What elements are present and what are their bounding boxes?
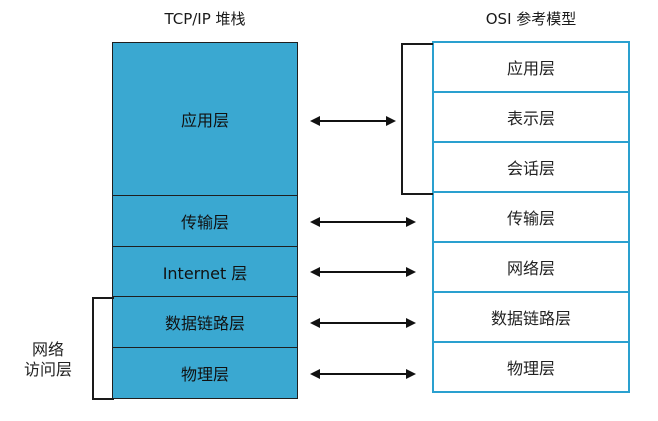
osi-reference-model: 应用层 表示层 会话层 传输层 网络层 数据链路层 物理层 — [432, 41, 630, 393]
network-access-layer-label: 网络 访问层 — [23, 340, 72, 379]
osi-physical-layer: 物理层 — [432, 341, 630, 393]
tcp-physical-layer: 物理层 — [112, 346, 298, 399]
osi-session-layer: 会话层 — [432, 141, 630, 193]
osi-data-link-layer: 数据链路层 — [432, 291, 630, 343]
tcp-ip-stack: 应用层 传输层 Internet 层 数据链路层 物理层 — [112, 41, 298, 399]
tcp-transport-layer: 传输层 — [112, 195, 298, 247]
tcp-application-layer: 应用层 — [112, 41, 298, 197]
tcp-data-link-layer: 数据链路层 — [112, 296, 298, 348]
tcp-internet-layer: Internet 层 — [112, 245, 298, 298]
osi-transport-layer: 传输层 — [432, 191, 630, 243]
osi-model-title: OSI 参考模型 — [485, 10, 577, 28]
osi-presentation-layer: 表示层 — [432, 91, 630, 143]
tcp-ip-stack-title: TCP/IP 堆栈 — [164, 10, 246, 28]
